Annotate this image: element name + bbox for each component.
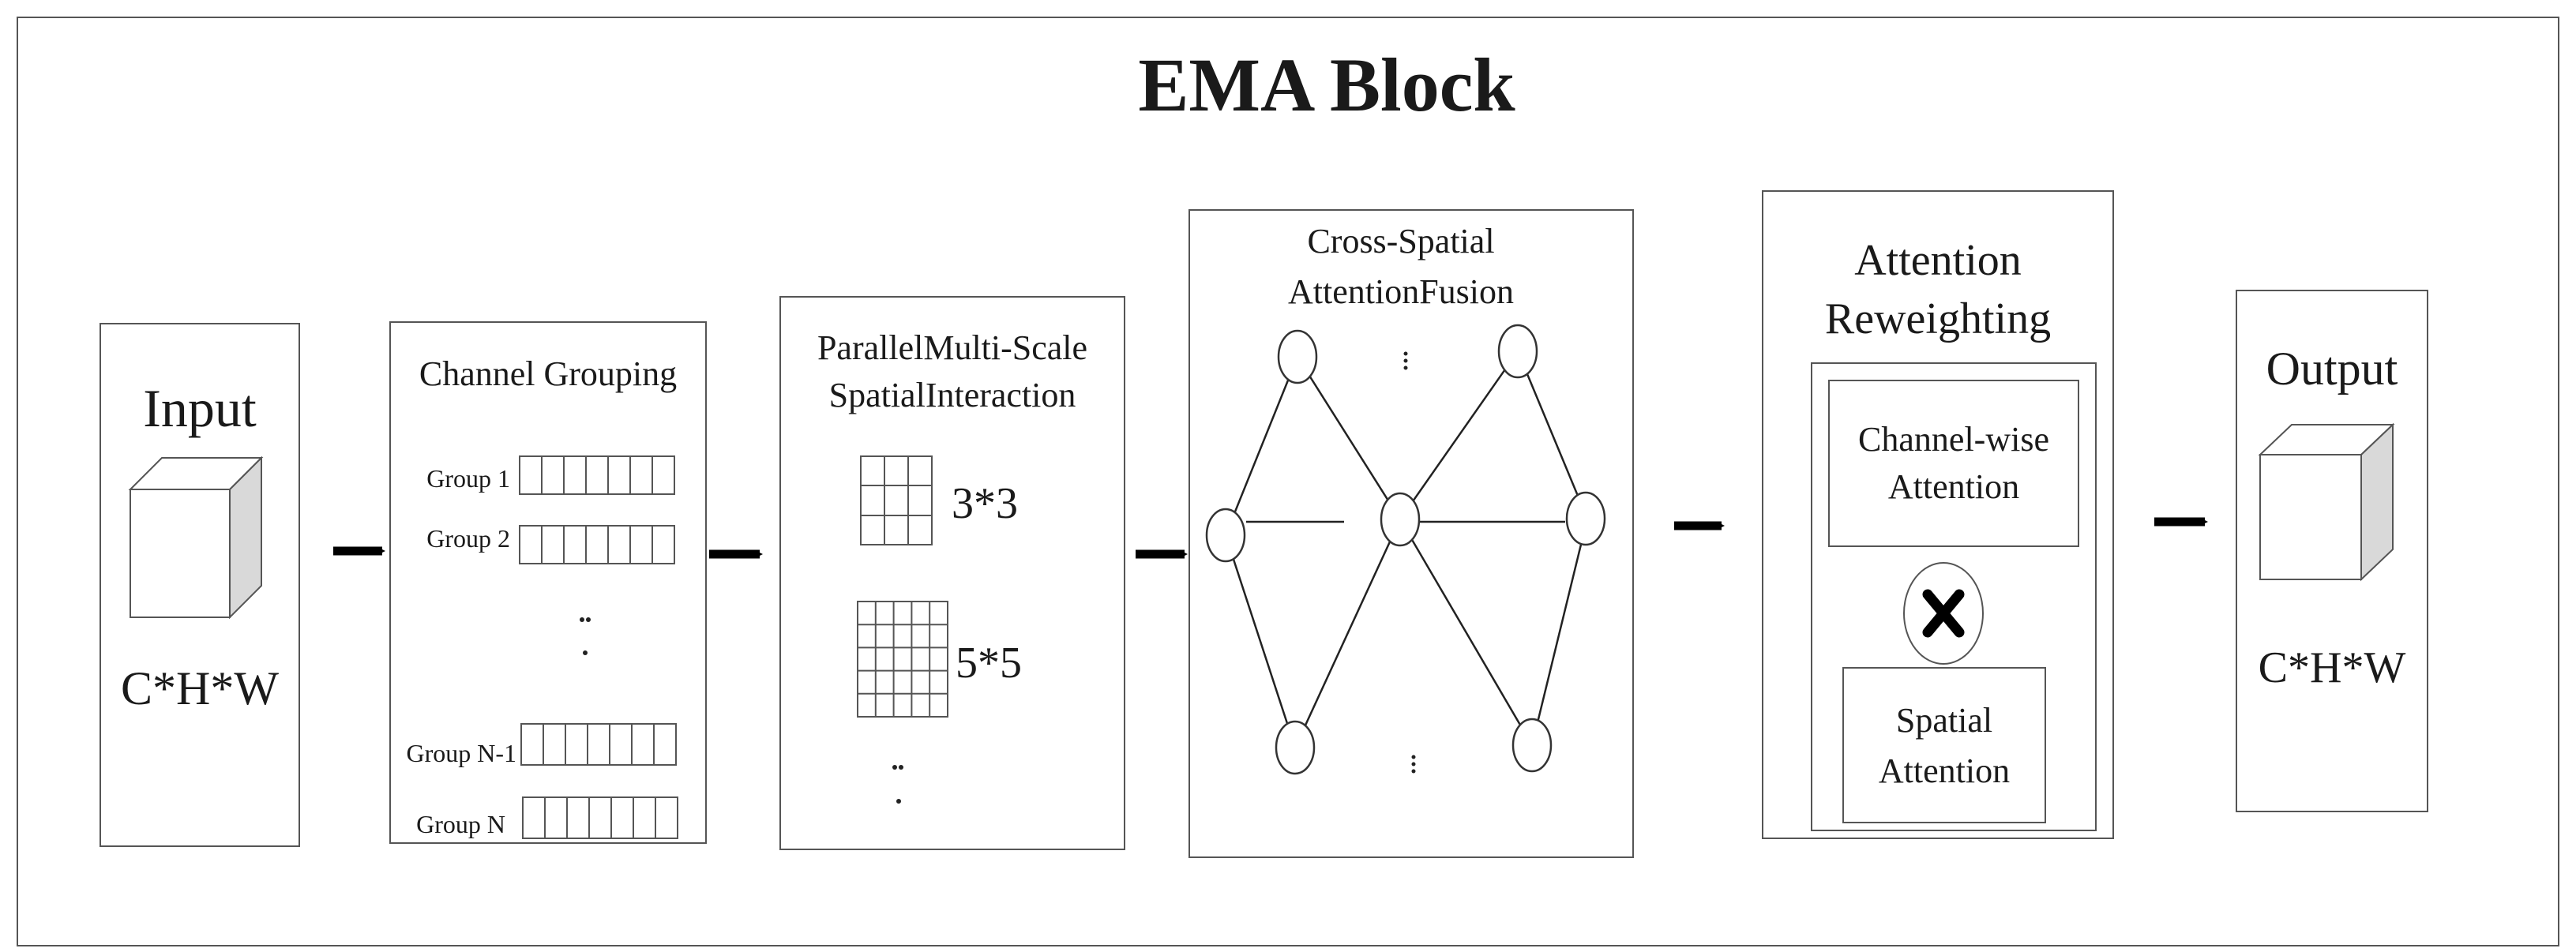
channel-grouping-title: Channel Grouping [419, 354, 677, 393]
group-n-channels [522, 796, 678, 839]
spatial-attention-line2: Attention [1879, 751, 2010, 790]
graph-node [1497, 324, 1538, 379]
reweighting-title-line1: Attention [1854, 236, 2022, 285]
vertical-ellipsis-icon [1403, 351, 1416, 774]
graph-node [1511, 718, 1553, 773]
group-n-1-channels [520, 723, 677, 766]
ellipsis-icon [580, 617, 591, 655]
input-dims: C*H*W [121, 662, 279, 714]
channel-attention-box [1828, 380, 2079, 547]
parallel-multiscale-panel: ParallelMulti-Scale SpatialInteraction 3… [779, 296, 1125, 850]
output-label: Output [2266, 343, 2398, 395]
reweighting-title-line2: Reweighting [1825, 294, 2051, 343]
kernel-5x5-grid [857, 601, 948, 718]
group-1-channels [519, 455, 675, 495]
output-panel: Output C*H*W [2236, 290, 2428, 812]
parallel-title-line2: SpatialInteraction [829, 376, 1076, 414]
ellipsis-icon [892, 765, 903, 804]
kernel-3x3-label: 3*3 [952, 479, 1018, 528]
outer-frame [17, 17, 2559, 946]
graph-node [1275, 720, 1316, 775]
channel-attention-line1: Channel-wise [1858, 420, 2049, 459]
cross-spatial-title-line2: AttentionFusion [1288, 272, 1514, 311]
group-label: Group 1 [426, 464, 510, 493]
input-cube-icon [128, 455, 264, 620]
group-label: Group N [416, 810, 505, 838]
group-2-channels [519, 525, 675, 564]
fusion-graph-edges [1224, 350, 1589, 748]
spatial-attention-box [1842, 667, 2046, 823]
cross-spatial-panel: Cross-Spatial AttentionFusion [1188, 209, 1634, 858]
channel-attention-line2: Attention [1888, 467, 2019, 506]
group-label: Group N-1 [406, 739, 516, 767]
parallel-title-line1: ParallelMulti-Scale [817, 328, 1087, 367]
attention-reweighting-panel: Attention Reweighting Channel-wise Atten… [1762, 190, 2114, 839]
graph-node [1565, 491, 1606, 546]
graph-node [1380, 492, 1421, 547]
output-cube-icon [2258, 422, 2395, 582]
multiply-icon [1903, 562, 1984, 665]
group-label: Group 2 [426, 524, 510, 553]
fusion-graph-nodes [1205, 324, 1606, 775]
kernel-5x5-label: 5*5 [956, 639, 1022, 688]
graph-node [1205, 508, 1246, 563]
cross-spatial-title-line1: Cross-Spatial [1307, 222, 1494, 260]
output-dims: C*H*W [2259, 643, 2406, 692]
input-label: Input [143, 378, 257, 438]
input-panel: Input C*H*W [100, 323, 300, 847]
kernel-3x3-grid [860, 455, 933, 545]
diagram-title: EMA Block [1138, 43, 1515, 127]
spatial-attention-line1: Spatial [1896, 701, 1992, 740]
graph-node [1277, 329, 1318, 384]
channel-grouping-panel: Channel Grouping Group 1 Group 2 Gr [389, 321, 707, 844]
